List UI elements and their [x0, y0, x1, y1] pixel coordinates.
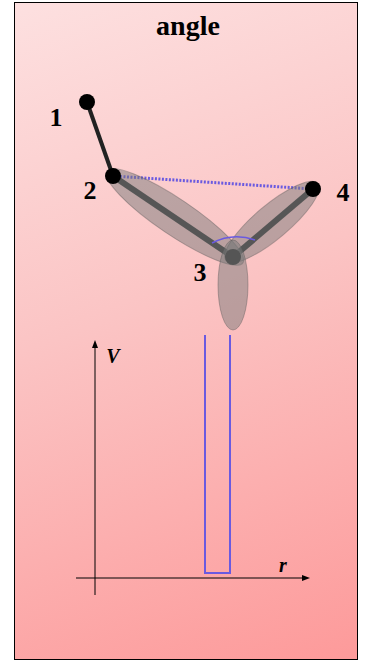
bond-line: [87, 102, 113, 176]
bond-ellipse: [97, 156, 253, 278]
callout-number: 1: [50, 105, 63, 131]
atom-dot: [225, 249, 241, 265]
atom-dot: [105, 168, 121, 184]
angle-arc: [212, 237, 255, 243]
axis-arrowhead: [302, 575, 310, 581]
atom-dot: [305, 181, 321, 197]
atom-dot: [79, 94, 95, 110]
callout-number: 3: [194, 260, 207, 286]
callout-number: 4: [337, 180, 350, 206]
callout-number: 2: [84, 178, 97, 204]
bond-ellipse: [215, 170, 329, 273]
y-axis: [95, 346, 96, 595]
axis-label: r: [279, 555, 287, 575]
panel-title: angle: [156, 12, 220, 40]
square-well-potential: [205, 335, 230, 573]
x-axis: [76, 578, 304, 579]
axis-label: V: [106, 346, 119, 366]
panel-background: [14, 2, 358, 660]
axis-arrowhead: [92, 340, 98, 348]
bond-ellipse: [218, 240, 248, 330]
